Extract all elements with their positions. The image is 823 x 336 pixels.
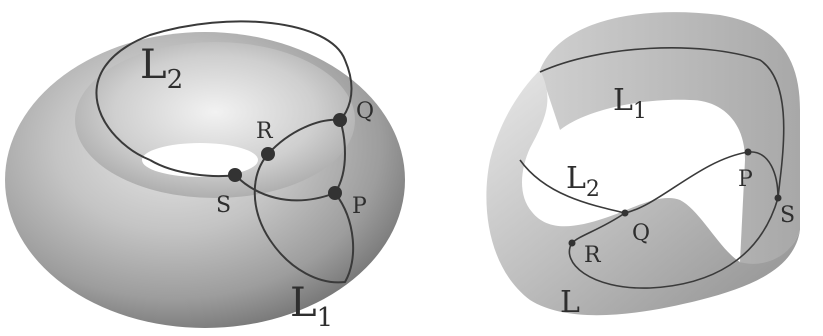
torus-label-R: R	[256, 119, 274, 144]
torus-point-Q	[333, 113, 347, 127]
mobius-point-Q	[622, 210, 629, 217]
mobius-label-Q: Q	[632, 221, 650, 246]
mobius-label-R: R	[584, 243, 602, 268]
torus-point-P	[328, 186, 342, 200]
mobius-point-R	[569, 240, 576, 247]
torus-point-R	[261, 147, 275, 161]
mobius-label-S: S	[780, 203, 795, 228]
torus-figure: L2 R Q S P L1	[5, 21, 405, 333]
mobius-label-P: P	[738, 167, 753, 192]
mobius-figure: L1 L2 P S Q R L	[486, 12, 800, 320]
torus-point-S	[228, 168, 242, 182]
torus-label-P: P	[352, 194, 367, 219]
mobius-point-S	[775, 195, 782, 202]
mobius-label-L: L	[560, 285, 580, 320]
mobius-point-P	[745, 149, 752, 156]
torus-label-Q: Q	[356, 99, 374, 124]
torus-label-S: S	[216, 193, 231, 218]
